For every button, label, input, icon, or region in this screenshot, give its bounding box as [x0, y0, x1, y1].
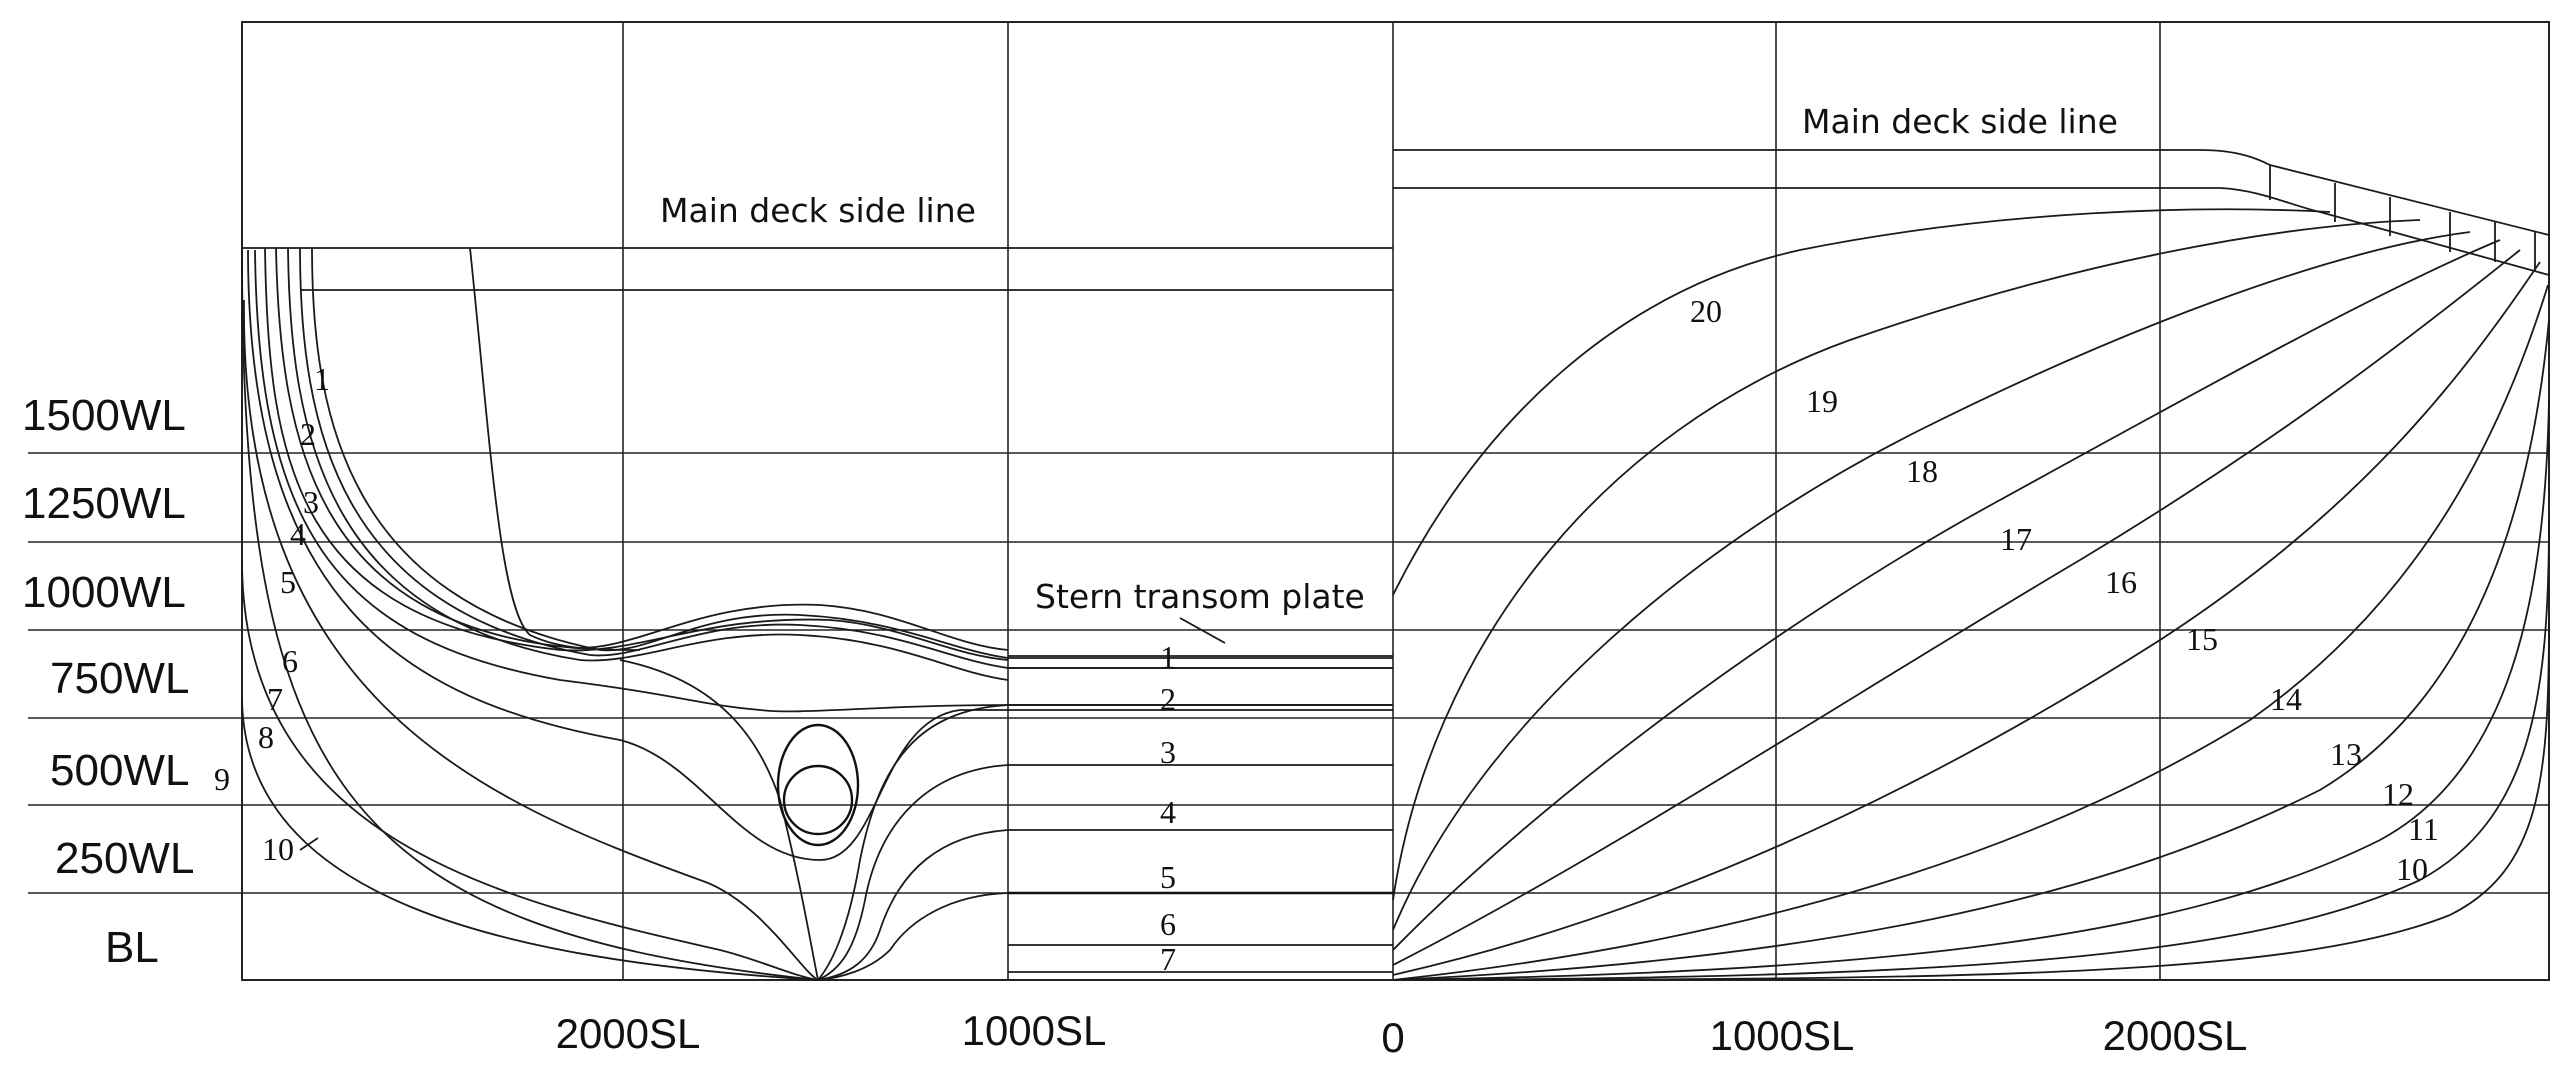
label-1250wl: 1250WL — [22, 479, 186, 528]
fore-main-deck-line-upper — [1393, 149, 2550, 236]
fore-station-labels: 20 19 18 17 16 15 14 13 12 11 10 — [1690, 293, 2439, 887]
fore-section-11 — [1392, 519, 2550, 981]
leader-stern-transom — [1179, 617, 1226, 644]
aft-skeg-line — [469, 247, 641, 651]
fore-section-16 — [1392, 249, 2521, 966]
aft-station-5: 5 — [280, 564, 296, 600]
fore-station-15: 15 — [2186, 621, 2218, 657]
aft-section-7 — [247, 249, 1393, 861]
aft-section-2 — [299, 247, 1393, 669]
aft-station-10: 10 — [262, 831, 294, 867]
fore-station-19: 19 — [1806, 383, 1838, 419]
aft-outer-hull — [241, 249, 819, 981]
transom-station-2: 2 — [1160, 681, 1176, 717]
fore-section-17 — [1392, 239, 2501, 951]
aft-station-3: 3 — [303, 484, 319, 520]
fore-station-13: 13 — [2330, 736, 2362, 772]
aft-section-3 — [287, 247, 1009, 681]
fore-section-10 — [1392, 619, 2550, 981]
label-2000sl-aft: 2000SL — [556, 1010, 701, 1057]
aft-section-9 — [241, 559, 819, 981]
label-1500wl: 1500WL — [22, 391, 186, 440]
aft-section-7b — [817, 764, 1009, 981]
aft-station-10-leader — [299, 837, 319, 851]
fore-station-16: 16 — [2105, 564, 2137, 600]
aft-station-7: 7 — [267, 681, 283, 717]
section-labels: 2000SL 1000SL 0 1000SL 2000SL — [556, 1007, 2248, 1061]
fore-section-19 — [1392, 219, 2421, 901]
fore-section-18 — [1392, 231, 2471, 931]
transom-station-labels: 1 2 3 4 5 6 7 — [1160, 639, 1176, 977]
waterline-labels: 1500WL 1250WL 1000WL 750WL 500WL 250WL B… — [22, 391, 194, 972]
aft-station-2: 2 — [300, 416, 316, 452]
transom-station-5: 5 — [1160, 859, 1176, 895]
shaft-boss-inner — [782, 764, 854, 836]
fore-section-13 — [1392, 319, 2550, 981]
label-2000sl-fore: 2000SL — [2103, 1012, 2248, 1059]
aft-section-5 — [264, 247, 1009, 661]
aft-station-labels: 1 2 3 4 5 6 7 8 9 10 — [214, 361, 330, 867]
fore-section-15 — [1392, 261, 2541, 976]
fore-section-curves — [1392, 208, 2550, 981]
fore-station-12: 12 — [2382, 776, 2414, 812]
fore-section-20 — [1392, 208, 2331, 596]
note-main-deck-left: Main deck side line — [660, 191, 976, 230]
fore-section-12 — [1392, 399, 2550, 981]
aft-station-8: 8 — [258, 719, 274, 755]
transom-lines — [1008, 655, 1393, 973]
fore-main-deck-line-lower — [1393, 187, 2550, 276]
label-500wl: 500WL — [50, 746, 189, 795]
transom-station-4: 4 — [1160, 794, 1176, 830]
fore-station-10: 10 — [2396, 851, 2428, 887]
aft-station-9: 9 — [214, 761, 230, 797]
label-1000sl-aft: 1000SL — [962, 1007, 1107, 1054]
aft-section-8b — [817, 829, 1009, 981]
label-1000wl: 1000WL — [22, 568, 186, 617]
aft-section-5b — [619, 659, 819, 981]
label-bl: BL — [105, 923, 159, 972]
fore-deck-lines — [1393, 149, 2550, 276]
fore-section-14 — [1392, 284, 2549, 981]
note-main-deck-right: Main deck side line — [1802, 102, 2118, 141]
transom-station-3: 3 — [1160, 734, 1176, 770]
aft-section-6b — [817, 704, 1009, 981]
aft-station-6: 6 — [282, 643, 298, 679]
aft-section-4 — [275, 247, 1009, 651]
aft-station-1: 1 — [314, 361, 330, 397]
transom-station-1: 1 — [1160, 639, 1176, 675]
aft-deck-lines — [242, 247, 1393, 291]
fore-station-14: 14 — [2270, 681, 2302, 717]
transom-station-7: 7 — [1160, 941, 1176, 977]
shaft-boss — [776, 723, 860, 847]
label-750wl: 750WL — [50, 654, 189, 703]
label-0: 0 — [1381, 1014, 1404, 1061]
aft-section-8 — [243, 299, 819, 981]
fore-station-11: 11 — [2408, 811, 2439, 847]
aft-section-10 — [241, 699, 819, 981]
aft-section-9b — [817, 892, 1009, 981]
aft-station-4: 4 — [290, 516, 306, 552]
transom-station-6: 6 — [1160, 906, 1176, 942]
label-1000sl-fore: 1000SL — [1710, 1012, 1855, 1059]
fore-station-20: 20 — [1690, 293, 1722, 329]
fore-station-18: 18 — [1906, 453, 1938, 489]
aft-section-6 — [254, 249, 1393, 713]
shaft-boss-outer — [776, 723, 860, 847]
fore-station-17: 17 — [2000, 521, 2032, 557]
note-stern-transom: Stern transom plate — [1035, 577, 1365, 616]
label-250wl: 250WL — [55, 834, 194, 883]
aft-section-1 — [311, 247, 1393, 659]
grid — [28, 21, 2550, 981]
